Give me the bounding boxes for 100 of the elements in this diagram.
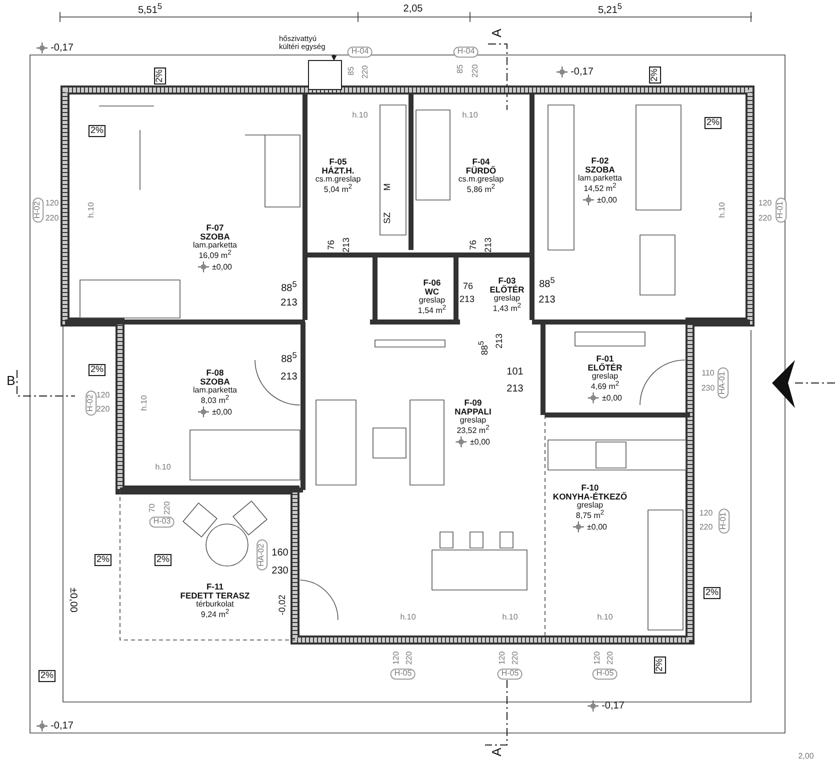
dimension-text: 213 bbox=[280, 298, 298, 308]
floor-finish: greslap bbox=[576, 501, 604, 510]
slope-label: 2% bbox=[94, 554, 112, 566]
opening-dimension: h.10 bbox=[140, 395, 150, 411]
floor-finish: lam.parketta bbox=[192, 386, 238, 394]
room-name: FEDETT TERASZ bbox=[180, 591, 250, 600]
opening-dimension: h.10 bbox=[400, 614, 416, 622]
dimension-text: 213 bbox=[459, 295, 475, 305]
opening-tag: HA-02 bbox=[256, 540, 268, 570]
floor-finish: greslap bbox=[494, 294, 520, 302]
opening-dimension: 85 bbox=[456, 64, 466, 74]
room-code: F-04 bbox=[472, 157, 490, 166]
opening-dimension: 220 bbox=[164, 501, 172, 515]
dimension-text: 213 bbox=[342, 237, 352, 253]
dimension-text: 76 bbox=[469, 240, 479, 250]
opening-dimension: h.10 bbox=[718, 202, 728, 218]
opening-dimension: 120 bbox=[758, 200, 772, 208]
leader-line bbox=[331, 54, 337, 61]
level-label: ±0,00 bbox=[212, 408, 232, 416]
dimension-text: 76 bbox=[327, 240, 337, 250]
dimension-text: 88$^{5}$ bbox=[281, 350, 297, 366]
dimension-text: 230 bbox=[272, 566, 288, 576]
room-area-value: 5,86 m$^{2}$ bbox=[466, 184, 496, 195]
room-name: ELŐTÉR bbox=[588, 363, 622, 372]
floor-finish: cs.m.greslap bbox=[315, 175, 361, 184]
room-area-value: 1,43 m$^{2}$ bbox=[492, 302, 522, 314]
room-name: WC bbox=[424, 287, 440, 296]
floor-finish: greslap bbox=[592, 372, 618, 380]
room-name: SZOBA bbox=[585, 165, 615, 174]
room-code: F-11 bbox=[206, 582, 224, 592]
floor-finish: greslap bbox=[460, 416, 486, 424]
slope-label: 2% bbox=[649, 66, 661, 84]
room-code: F-03 bbox=[498, 276, 516, 286]
level-label: ±0,00 bbox=[587, 522, 607, 532]
opening-dimension: 85 bbox=[348, 66, 356, 76]
opening-dimension: h.10 bbox=[462, 112, 478, 120]
opening-dimension: 220 bbox=[96, 406, 110, 414]
room-name: SZOBA bbox=[200, 377, 230, 386]
dimension-text: 101 bbox=[506, 366, 524, 378]
room-code: F-05 bbox=[329, 157, 347, 166]
opening-tag: HA-01 bbox=[718, 368, 728, 398]
room-code: F-06 bbox=[423, 278, 441, 288]
level-label: -0,17 bbox=[570, 66, 594, 78]
floor-finish: térburkolat bbox=[196, 600, 234, 608]
opening-dimension: h.10 bbox=[155, 464, 171, 472]
opening-dimension: 120 bbox=[594, 651, 602, 665]
dimension-text: 213 bbox=[506, 384, 524, 394]
dimension-text: 88$^{5}$ bbox=[539, 276, 555, 290]
dimension-text: 5,51$^{5}$ bbox=[138, 2, 162, 16]
room-code: F-09 bbox=[464, 398, 482, 408]
dimension-text: 160 bbox=[272, 548, 288, 558]
level-label: -0,17 bbox=[602, 700, 624, 712]
room-name: ELŐTÉR bbox=[490, 285, 524, 294]
room-area-value: 1,54 m$^{2}$ bbox=[418, 304, 446, 316]
room-code: F-07 bbox=[206, 223, 224, 232]
outdoor-unit-box bbox=[308, 60, 342, 90]
slope-label: 2% bbox=[88, 364, 106, 376]
dimension-text: 213 bbox=[495, 333, 505, 349]
level-label: -0,17 bbox=[50, 720, 74, 732]
opening-dimension: 220 bbox=[406, 651, 414, 665]
level-label: ±0,00 bbox=[597, 196, 617, 204]
room-area-value: 9,24 m$^{2}$ bbox=[200, 608, 230, 620]
opening-dimension: h.10 bbox=[352, 112, 368, 120]
section-mark: A bbox=[490, 748, 504, 756]
room-name: SZOBA bbox=[200, 232, 230, 242]
dimension-text: 213 bbox=[280, 372, 298, 382]
dimension-text: 76 bbox=[463, 282, 473, 292]
dimension-text: 213 bbox=[484, 237, 494, 253]
floor-finish: cs.m.greslap bbox=[458, 175, 504, 184]
opening-dimension: 220 bbox=[472, 64, 480, 78]
opening-dimension: 220 bbox=[45, 214, 59, 224]
opening-dimension: 120 bbox=[45, 200, 59, 208]
room-area-value: 16,09 m$^{2}$ bbox=[198, 250, 232, 261]
room-code: F-10 bbox=[581, 483, 599, 492]
room-name: FÜRDŐ bbox=[466, 166, 496, 176]
slope-label: 2% bbox=[654, 656, 666, 674]
opening-tag: H-01 bbox=[718, 508, 730, 534]
opening-tag: H-05 bbox=[390, 668, 416, 680]
dimension-text: SZ bbox=[383, 212, 393, 224]
room-name: NAPPALI bbox=[454, 407, 492, 416]
opening-tag: H-01 bbox=[776, 197, 786, 223]
opening-tag: H-02 bbox=[32, 197, 44, 223]
opening-dimension: 220 bbox=[758, 214, 772, 224]
opening-dimension: 220 bbox=[362, 65, 370, 79]
opening-dimension: 120 bbox=[392, 651, 402, 665]
level-label: ±0,00 bbox=[68, 588, 78, 612]
room-area-value: 14,52 m$^{2}$ bbox=[584, 182, 616, 194]
opening-tag: H-05 bbox=[592, 668, 618, 680]
slope-label: 2% bbox=[38, 670, 56, 682]
dimension-text: 213 bbox=[538, 294, 556, 306]
room-code: F-08 bbox=[206, 368, 224, 378]
opening-dimension: 70 bbox=[148, 504, 158, 512]
floor-finish: lam.parketta bbox=[192, 241, 238, 250]
level-label: ±0,00 bbox=[470, 438, 490, 446]
opening-dimension: h.10 bbox=[88, 202, 96, 218]
opening-dimension: 220 bbox=[512, 651, 520, 665]
floor-finish: lam.parketta bbox=[578, 174, 622, 182]
opening-dimension: 230 bbox=[701, 384, 715, 394]
room-name: KONYHA-ÉTKEZŐ bbox=[552, 492, 628, 502]
room-area-value: 8,03 m$^{2}$ bbox=[200, 394, 230, 406]
